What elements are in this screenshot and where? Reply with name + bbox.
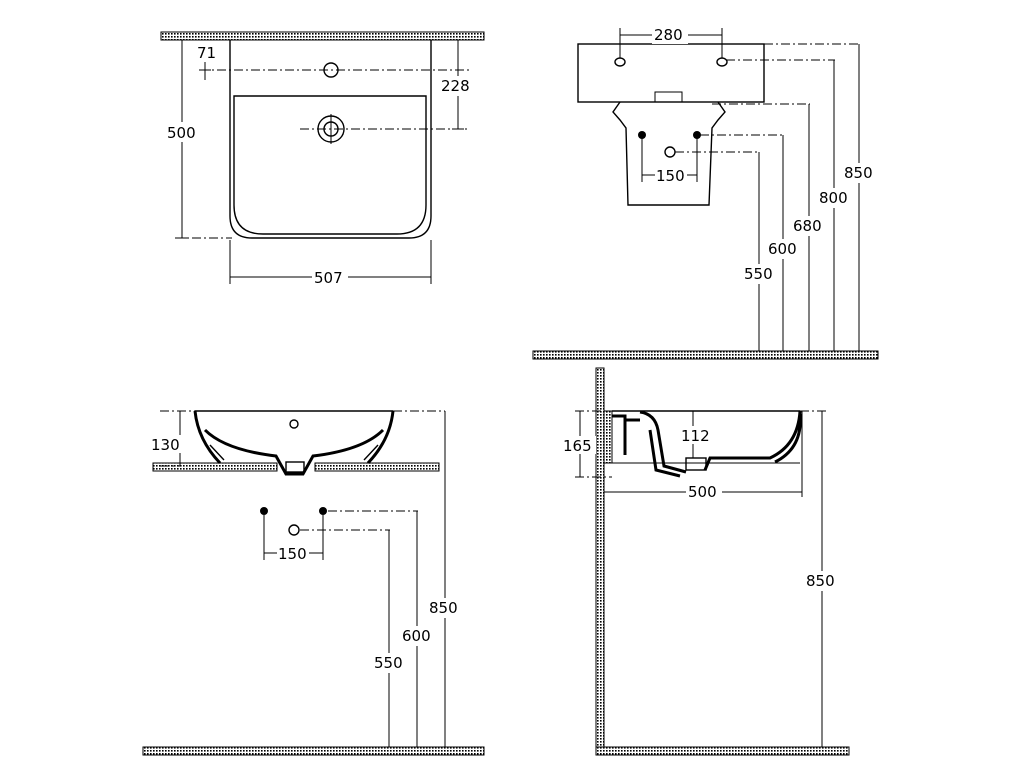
bracket-slot-left <box>614 57 626 67</box>
dim-165: 165 <box>563 437 592 455</box>
wall-side <box>595 367 605 756</box>
floor-front <box>532 350 879 360</box>
floor-counter <box>142 746 485 756</box>
countertop-edge-side <box>603 410 613 464</box>
basin-left-wall <box>193 410 222 465</box>
dim-550-front: 550 <box>744 265 773 283</box>
supply-point-left-counter <box>260 507 268 515</box>
wall-top-view <box>160 31 485 41</box>
dim-550-counter: 550 <box>374 654 403 672</box>
waste-point <box>664 146 676 158</box>
dim-112: 112 <box>681 427 710 445</box>
countertop-right <box>314 462 440 472</box>
supply-point-right-counter <box>319 507 327 515</box>
dim-600-counter: 600 <box>402 627 431 645</box>
counter-front-view: 130 150 850 600 550 <box>142 410 485 756</box>
waste-point-counter <box>288 524 300 536</box>
dim-600-front: 600 <box>768 240 797 258</box>
countertop-left <box>152 462 278 472</box>
inner-bowl-top <box>233 95 427 235</box>
basin-right-wall <box>366 410 395 465</box>
overflow-channel <box>639 410 687 478</box>
front-view-pedestal: 280 150 850 800 680 600 550 <box>532 26 879 360</box>
supply-point-left <box>638 131 646 139</box>
bracket-slot-right <box>716 57 728 67</box>
dim-850-front: 850 <box>844 164 873 182</box>
dim-228: 228 <box>441 77 470 95</box>
overflow-hole <box>289 419 299 429</box>
dim-71: 71 <box>197 44 216 62</box>
basin-back-wall <box>612 414 640 455</box>
dim-150-counter: 150 <box>278 545 307 563</box>
drain-outlet <box>285 461 305 473</box>
dim-500-side: 500 <box>688 483 717 501</box>
dim-280: 280 <box>654 26 683 44</box>
dim-130: 130 <box>151 436 180 454</box>
semi-pedestal <box>612 101 726 206</box>
supply-point-right <box>693 131 701 139</box>
dim-150-front: 150 <box>656 167 685 185</box>
drain-side <box>685 457 707 471</box>
dim-500-depth: 500 <box>167 124 196 142</box>
dim-850-counter: 850 <box>429 599 458 617</box>
basin-front <box>577 43 765 103</box>
floor-side <box>595 746 850 756</box>
top-view: 71 228 500 507 <box>160 31 485 287</box>
counter-side-view: 165 112 500 850 <box>562 367 850 756</box>
basin-outline-top <box>229 40 432 239</box>
dim-800-front: 800 <box>819 189 848 207</box>
dim-680-front: 680 <box>793 217 822 235</box>
dim-850-side: 850 <box>806 572 835 590</box>
dim-507: 507 <box>314 269 343 287</box>
